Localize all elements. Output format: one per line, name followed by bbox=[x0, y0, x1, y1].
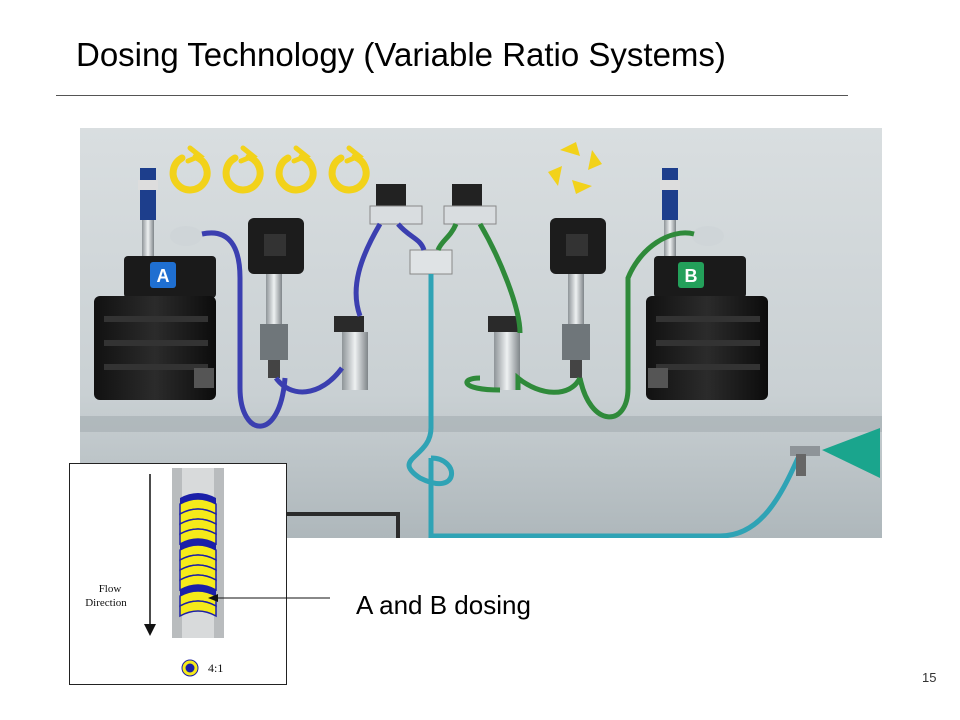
dosing-inset: Flow Direction 4:1 bbox=[69, 463, 287, 685]
spray-fan bbox=[822, 428, 880, 478]
floor-shelf bbox=[80, 416, 882, 432]
rotation-arrow-icon bbox=[328, 145, 370, 194]
caption-pointer-arrow bbox=[208, 594, 330, 602]
dosing-caption: A and B dosing bbox=[356, 590, 531, 620]
mix-hose bbox=[406, 274, 801, 538]
pump-a: A bbox=[94, 168, 216, 400]
rotation-arrows-a bbox=[169, 145, 370, 194]
title-divider bbox=[56, 95, 848, 96]
metering-pump-a bbox=[248, 218, 304, 378]
page-number: 15 bbox=[922, 670, 937, 685]
rotation-arrow-icon bbox=[222, 145, 264, 194]
metering-pump-b bbox=[550, 218, 606, 378]
dosing-stream-diagram: Flow Direction 4:1 bbox=[85, 468, 224, 677]
ratio-label: 4:1 bbox=[208, 661, 223, 675]
filter-a bbox=[334, 316, 368, 390]
spray-gun bbox=[790, 428, 880, 478]
rotation-arrow-b-icon bbox=[548, 142, 602, 194]
dosing-valves bbox=[369, 184, 497, 275]
pump-b: B bbox=[646, 168, 768, 400]
hose-b bbox=[435, 222, 695, 420]
control-panel-edge bbox=[286, 512, 400, 538]
rotation-arrow-icon bbox=[275, 145, 317, 194]
pump-b-label: B bbox=[685, 266, 698, 286]
dosing-segments bbox=[179, 493, 217, 618]
flow-label-line1: Flow bbox=[99, 583, 122, 595]
hose-a bbox=[201, 222, 427, 429]
rotation-arrow-icon bbox=[169, 145, 211, 194]
slide-title: Dosing Technology (Variable Ratio System… bbox=[76, 36, 726, 73]
flow-label-line2: Direction bbox=[85, 597, 127, 609]
flow-arrow-head-icon bbox=[144, 624, 156, 636]
pump-a-label: A bbox=[157, 266, 170, 286]
